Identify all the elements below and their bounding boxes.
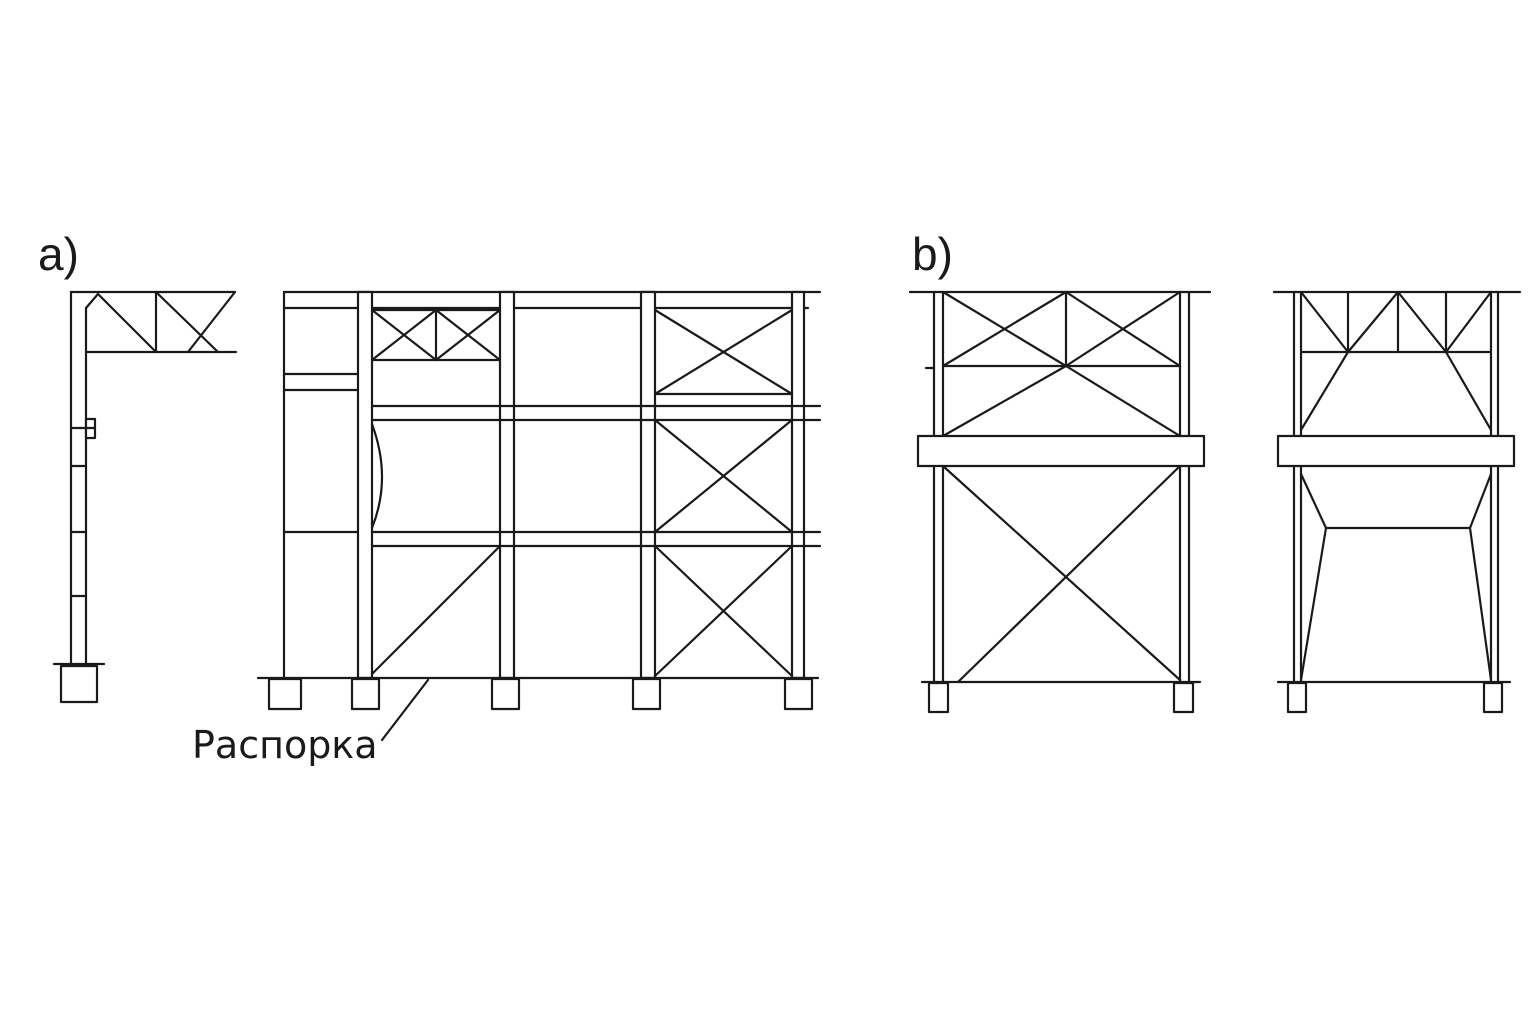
- portal-frame-cross-bracing: [908, 290, 1212, 714]
- panel-a: a): [38, 228, 822, 767]
- panel-a-label: a): [38, 228, 79, 280]
- panel-b: b): [908, 228, 1522, 714]
- longitudinal-frame: Распорка: [192, 290, 822, 767]
- portal-frame-inclined-struts: [1272, 290, 1522, 714]
- panel-b-label: b): [912, 228, 953, 280]
- strut-label: Распорка: [192, 723, 378, 767]
- side-view-frame: [52, 290, 238, 704]
